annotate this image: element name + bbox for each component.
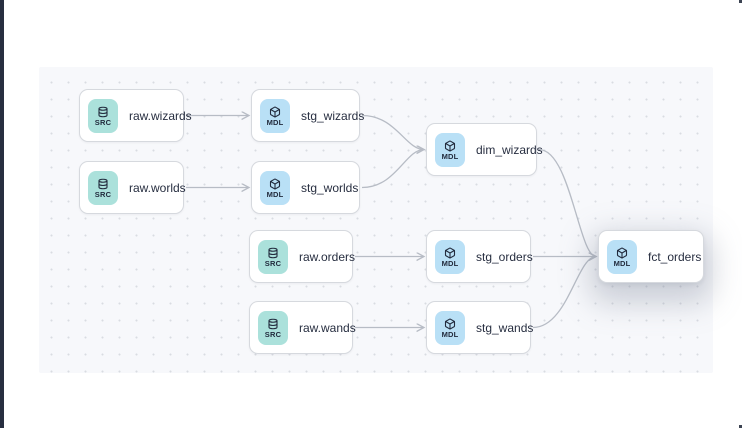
mdl-badge: MDL	[435, 239, 465, 274]
cube-icon	[444, 140, 456, 152]
mdl-badge: MDL	[435, 310, 465, 345]
mdl-badge: MDL	[260, 98, 290, 133]
edge-stg_wizards-to-dim_wizards	[361, 114, 424, 150]
node-label: raw.orders	[299, 249, 356, 264]
node-label: fct_orders	[648, 249, 702, 264]
window-edge-artifact-bottom	[739, 425, 742, 428]
node-fct_orders[interactable]: MDL fct_orders	[598, 230, 704, 283]
badge-type-label: SRC	[94, 117, 112, 127]
src-badge: SRC	[258, 239, 288, 274]
badge-type-label: MDL	[441, 151, 459, 161]
node-label: stg_wizards	[301, 108, 365, 123]
cube-icon	[444, 247, 456, 259]
edge-stg_worlds-to-dim_wizards	[361, 150, 424, 189]
cube-icon	[269, 106, 281, 118]
node-label: stg_orders	[476, 249, 533, 264]
database-icon	[267, 318, 279, 330]
node-dim_wizards[interactable]: MDL dim_wizards	[426, 123, 543, 176]
badge-type-label: MDL	[266, 189, 284, 199]
node-stg_worlds[interactable]: MDL stg_worlds	[251, 161, 360, 214]
mdl-badge: MDL	[435, 132, 465, 167]
badge-type-label: MDL	[441, 329, 459, 339]
badge-type-label: SRC	[264, 329, 282, 339]
database-icon	[97, 106, 109, 118]
cube-icon	[444, 318, 456, 330]
node-label: raw.wands	[299, 320, 356, 335]
badge-type-label: SRC	[264, 258, 282, 268]
node-label: stg_wands	[476, 320, 534, 335]
edge-stg_wands-to-fct_orders	[532, 257, 596, 329]
src-badge: SRC	[88, 170, 118, 205]
badge-type-label: MDL	[266, 117, 284, 127]
node-stg_wizards[interactable]: MDL stg_wizards	[251, 89, 364, 142]
node-label: stg_worlds	[301, 180, 359, 195]
badge-type-label: MDL	[613, 258, 631, 268]
node-raw_wands[interactable]: SRC raw.wands	[249, 301, 356, 354]
badge-type-label: SRC	[94, 189, 112, 199]
mdl-badge: MDL	[260, 170, 290, 205]
src-badge: SRC	[88, 98, 118, 133]
node-label: dim_wizards	[476, 142, 543, 157]
left-edge-bar	[0, 0, 4, 428]
badge-type-label: MDL	[441, 258, 459, 268]
node-stg_orders[interactable]: MDL stg_orders	[426, 230, 533, 283]
mdl-badge: MDL	[607, 239, 637, 274]
cube-icon	[616, 247, 628, 259]
node-label: raw.worlds	[129, 180, 186, 195]
node-raw_wizards[interactable]: SRC raw.wizards	[79, 89, 192, 142]
src-badge: SRC	[258, 310, 288, 345]
node-stg_wands[interactable]: MDL stg_wands	[426, 301, 534, 354]
node-raw_orders[interactable]: SRC raw.orders	[249, 230, 356, 283]
database-icon	[97, 178, 109, 190]
node-label: raw.wizards	[129, 108, 192, 123]
database-icon	[267, 247, 279, 259]
node-raw_worlds[interactable]: SRC raw.worlds	[79, 161, 186, 214]
window-edge-artifact-top	[739, 0, 742, 3]
cube-icon	[269, 178, 281, 190]
edge-dim_wizards-to-fct_orders	[538, 148, 596, 257]
